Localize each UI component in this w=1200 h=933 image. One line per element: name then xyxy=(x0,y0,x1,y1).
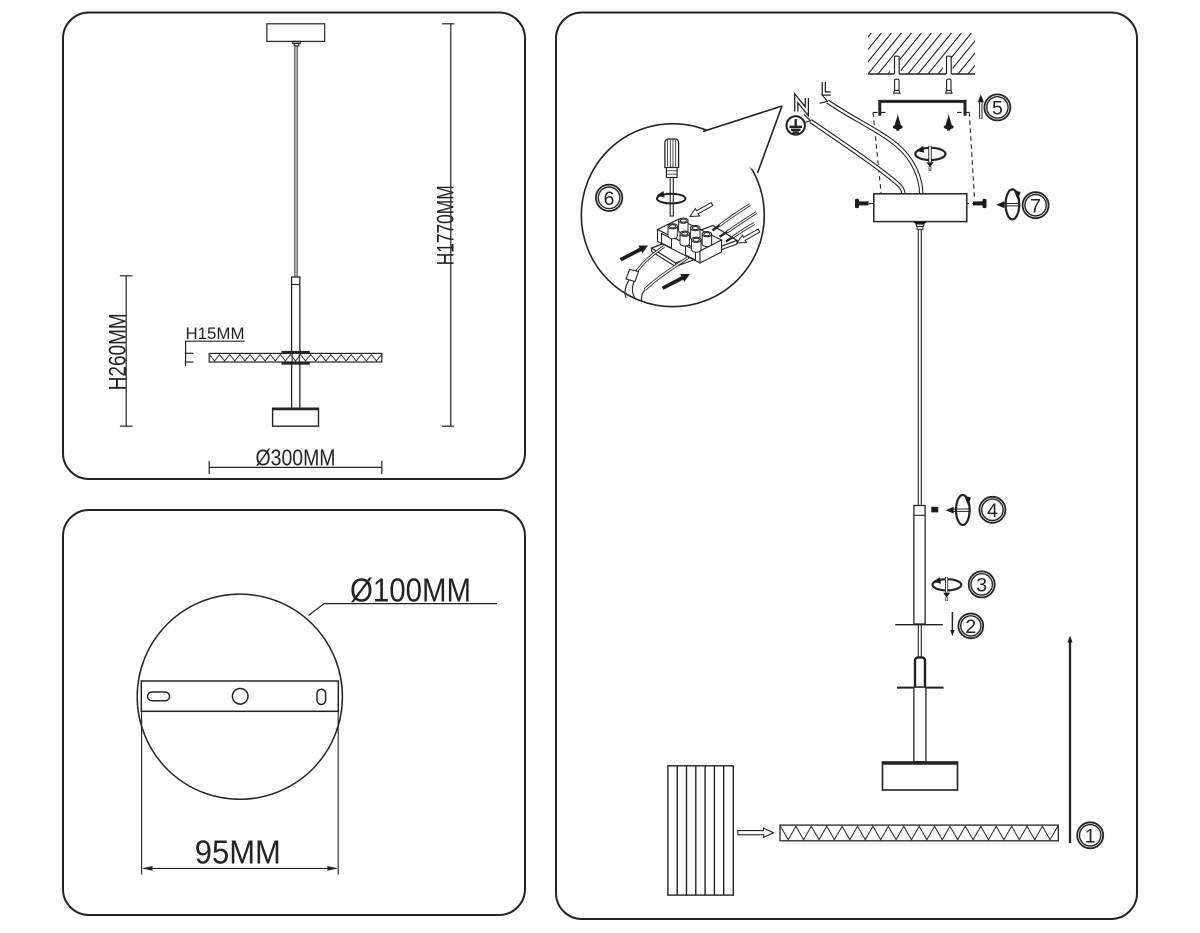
svg-text:Ø300MM: Ø300MM xyxy=(256,445,336,471)
svg-text:95MM: 95MM xyxy=(195,833,281,870)
svg-text:Ø100MM: Ø100MM xyxy=(350,572,471,609)
svg-text:5: 5 xyxy=(992,98,1003,120)
svg-text:6: 6 xyxy=(604,188,615,210)
svg-text:1: 1 xyxy=(1085,825,1096,847)
svg-text:7: 7 xyxy=(1030,195,1041,217)
svg-text:4: 4 xyxy=(987,500,998,522)
svg-text:2: 2 xyxy=(965,616,976,638)
svg-text:H1770MM: H1770MM xyxy=(433,185,460,265)
svg-text:H15MM: H15MM xyxy=(186,324,245,343)
svg-text:H260MM: H260MM xyxy=(104,313,131,390)
svg-text:3: 3 xyxy=(976,575,987,597)
